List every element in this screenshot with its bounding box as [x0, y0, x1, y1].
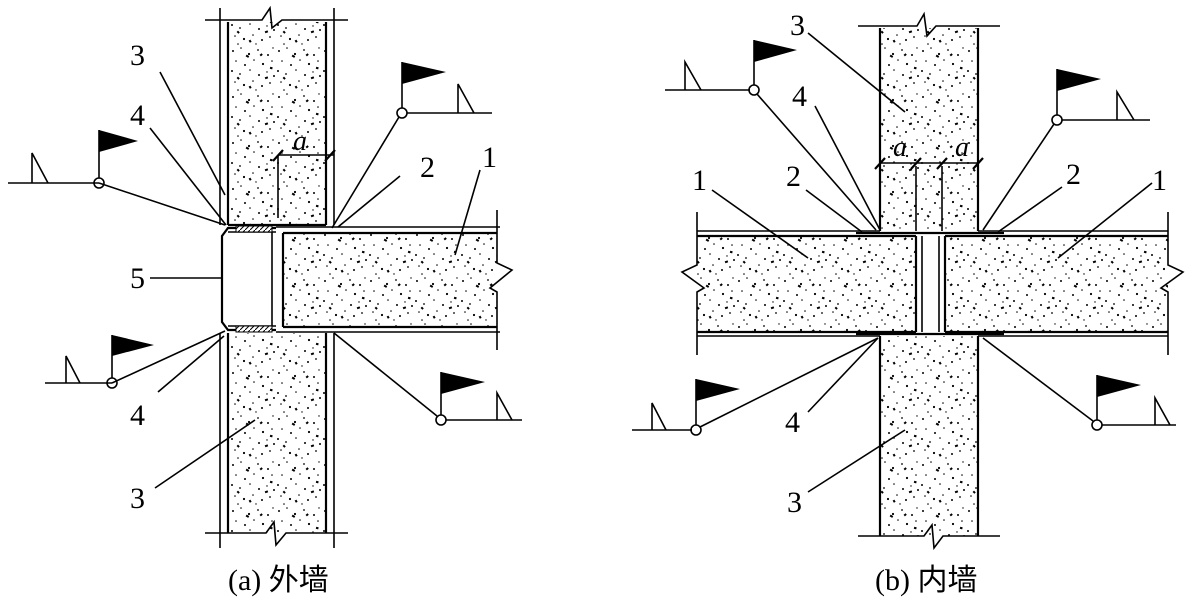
- leader-4-bottom-b: [807, 337, 879, 413]
- label-1-right-b: 1: [1152, 164, 1167, 197]
- beam-a-fill: [283, 233, 497, 327]
- label-5-a: 5: [130, 262, 145, 295]
- leader-1-right-b: [1057, 182, 1153, 259]
- label-3-top-b: 3: [790, 9, 805, 42]
- leader-1-left-b: [711, 189, 809, 259]
- label-2-left-b: 2: [786, 160, 801, 193]
- label-2-right-b: 2: [1066, 158, 1081, 191]
- label-3-top-a: 3: [130, 39, 145, 72]
- plates-b: [856, 231, 1004, 336]
- label-1-left-b: 1: [692, 164, 707, 197]
- weld-symbol-a-right-top: [331, 62, 492, 229]
- dimension-b: [874, 157, 984, 170]
- label-4-bottom-a: 4: [130, 399, 145, 432]
- weld-symbol-a-left-top: [8, 130, 226, 226]
- label-4-top-a: 4: [130, 99, 145, 132]
- figure-a: 3 4 5 4 3 2 1 a (a) 外墙: [8, 5, 522, 597]
- beam-right-b: [943, 212, 1185, 355]
- dim-label-b-right: a: [955, 132, 969, 163]
- dim-label-b-left: a: [893, 132, 907, 163]
- beam-left-b-fill: [697, 236, 916, 332]
- caption-b: (b) 内墙: [875, 564, 977, 597]
- break-line-bottom-b: [858, 522, 1000, 551]
- break-line-top-a: [205, 5, 348, 30]
- weld-symbol-b-left-bottom: [632, 337, 879, 436]
- wall-top-a-fill: [228, 22, 326, 225]
- figure-b: 3 4 1 2 2 1 4 3 a a (b) 内墙: [632, 9, 1185, 597]
- label-3-bottom-a: 3: [130, 482, 145, 515]
- beam-right-b-fill: [945, 236, 1168, 332]
- leader-1-a: [454, 169, 481, 256]
- dim-label-a: a: [293, 126, 307, 157]
- leader-2-left-b: [805, 189, 863, 233]
- leader-3-top-a: [159, 71, 226, 196]
- wall-top-a: [205, 5, 348, 227]
- wall-top-b: [858, 11, 1000, 231]
- leader-3-top-b: [807, 32, 906, 113]
- leader-2-right-b: [997, 186, 1063, 233]
- dimension-a: [272, 149, 336, 218]
- weld-symbol-b-right-bottom: [982, 337, 1176, 431]
- leader-3-bottom-b: [807, 429, 906, 493]
- leader-4-bottom-a: [157, 335, 225, 393]
- weld-symbol-a-left-bottom: [45, 330, 226, 389]
- caption-a: (a) 外墙: [228, 564, 329, 597]
- break-line-beam-a: [488, 210, 514, 350]
- label-4-top-b: 4: [792, 80, 807, 113]
- label-3-bottom-b: 3: [787, 486, 802, 519]
- leader-2-a: [337, 175, 401, 228]
- break-line-bottom-a: [205, 519, 348, 548]
- label-2-a: 2: [420, 151, 435, 184]
- wall-bottom-b: [858, 336, 1000, 551]
- break-line-beam-left-b: [680, 212, 706, 355]
- leader-4-top-b: [814, 105, 881, 231]
- wall-top-b-fill: [880, 28, 978, 231]
- weld-symbol-b-right-top: [982, 69, 1150, 231]
- leader-3-bottom-a: [154, 419, 256, 489]
- beam-a: [276, 210, 514, 350]
- weld-symbol-b-left-top: [665, 40, 877, 231]
- break-line-top-b: [858, 11, 1000, 38]
- cap-plate-a: [220, 225, 276, 333]
- weld-symbol-a-right-bottom: [333, 332, 522, 426]
- leader-4-top-a: [149, 127, 227, 226]
- break-line-beam-right-b: [1159, 212, 1185, 355]
- beam-left-b: [680, 212, 918, 355]
- wall-bottom-a-fill: [228, 333, 326, 533]
- label-1-a: 1: [482, 141, 497, 174]
- label-4-bottom-b: 4: [785, 406, 800, 439]
- wall-bottom-a: [205, 333, 348, 548]
